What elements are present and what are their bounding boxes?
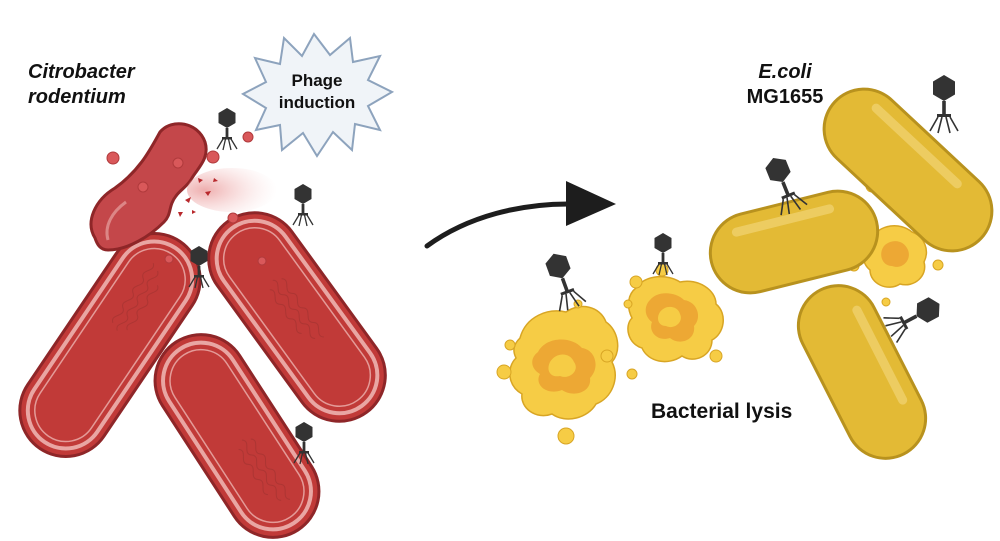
- burst-label-line1: Phage: [291, 71, 342, 90]
- donor-bacterium-2: [207, 211, 387, 423]
- donor-bacterium-1: [18, 232, 202, 458]
- target-species-line2: MG1655: [747, 86, 824, 108]
- lysing-donor-bacterium: [89, 122, 277, 266]
- starburst-icon: [240, 32, 395, 158]
- target-bacterium-2: [708, 189, 880, 295]
- donor-species-line1: Citrobacter: [28, 61, 136, 83]
- target-bacterium-1: [822, 87, 994, 253]
- phage-icon: [216, 107, 238, 151]
- phage-icon: [292, 183, 314, 227]
- lysis-label: Bacterial lysis: [651, 400, 792, 423]
- phage-icon: [929, 74, 959, 134]
- donor-bacterium-3: [153, 333, 321, 539]
- donor-species-line2: rodentium: [28, 86, 126, 108]
- lysis-debris: [496, 179, 944, 445]
- target-species-line1: E.coli: [758, 61, 812, 83]
- curved-arrow-icon: [424, 181, 616, 249]
- target-bacterium-3: [796, 284, 928, 460]
- burst-label-line2: induction: [279, 93, 355, 112]
- phage-icon: [880, 290, 947, 345]
